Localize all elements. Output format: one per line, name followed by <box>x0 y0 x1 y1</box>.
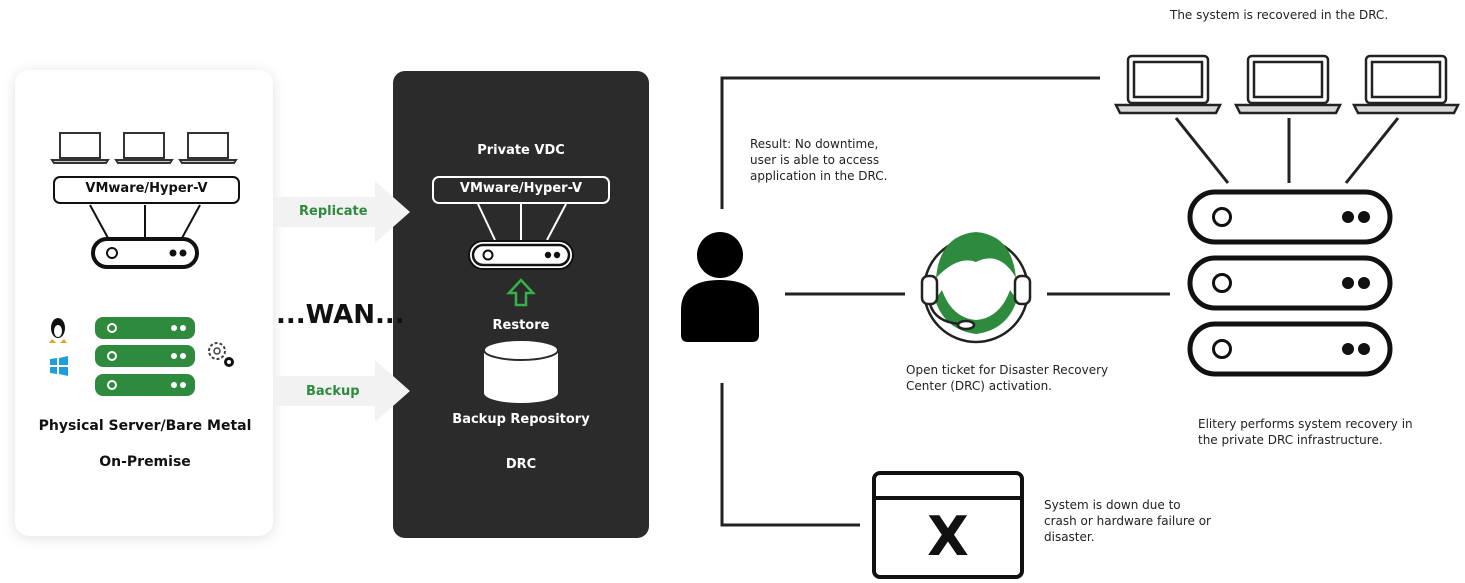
result-note: Result: No downtime, user is able to acc… <box>750 137 888 183</box>
on-premise-label: On-Premise <box>99 454 191 470</box>
replicate-label: Replicate <box>299 204 368 219</box>
private-vdc-title: Private VDC <box>477 143 565 158</box>
recovered-note: The system is recovered in the DRC. <box>1170 8 1389 22</box>
onprem-hypervisor-label: VMware/Hyper-V <box>53 176 240 204</box>
recovered-laptop-icon <box>1351 54 1461 115</box>
backup-repository-label: Backup Repository <box>452 412 590 427</box>
drc-label: DRC <box>505 457 537 472</box>
restore-label: Restore <box>492 318 550 333</box>
recovery-server-stack-icon <box>1187 189 1393 377</box>
backup-label: Backup <box>306 384 360 399</box>
support-agent-icon <box>920 232 1032 344</box>
physical-server-label: Physical Server/Bare Metal <box>38 418 252 434</box>
recovery-note: Elitery performs system recovery in the … <box>1198 417 1413 447</box>
down-note: System is down due to crash or hardware … <box>1044 498 1211 544</box>
drc-hypervisor-label: VMware/Hyper-V <box>432 176 610 204</box>
recovered-laptop-icon <box>1233 54 1343 115</box>
ticket-note: Open ticket for Disaster Recovery Center… <box>906 363 1109 393</box>
failure-x-symbol: X <box>927 505 969 568</box>
wan-label: ...WAN... <box>276 300 405 330</box>
user-icon <box>681 232 759 342</box>
recovered-laptop-icon <box>1113 54 1223 115</box>
